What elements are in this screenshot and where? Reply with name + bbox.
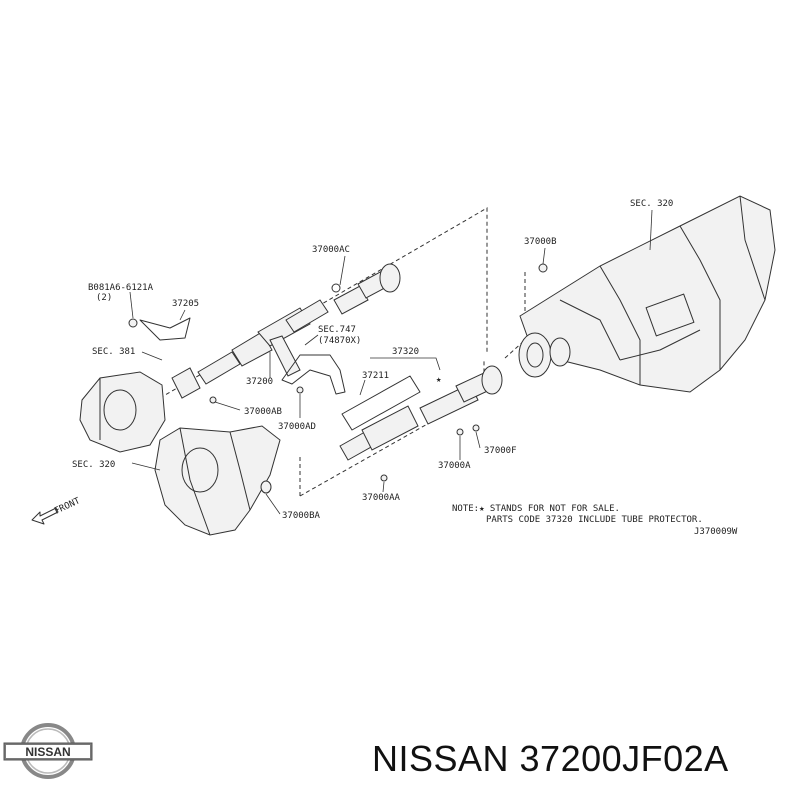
fasteners <box>128 263 548 482</box>
label-sec320-left: SEC. 320 <box>72 460 115 470</box>
label-37320: 37320 <box>392 347 419 357</box>
label-37200: 37200 <box>246 377 273 387</box>
rear-differential-housing <box>519 195 776 393</box>
label-bolt: B081A6-6121A <box>88 283 154 293</box>
label-74870x: (74870X) <box>318 336 361 346</box>
label-front: FRONT <box>53 496 82 517</box>
label-37205: 37205 <box>172 299 199 309</box>
label-sec747: SEC.747 <box>318 325 356 335</box>
label-37000a: 37000A <box>438 461 471 471</box>
label-star: ★ <box>436 375 442 385</box>
label-37000ad: 37000AD <box>278 422 316 432</box>
label-37000ba: 37000BA <box>282 511 321 521</box>
label-bolt-qty: (2) <box>96 293 112 303</box>
logo-text: NISSAN <box>25 745 70 759</box>
label-37000f: 37000F <box>484 446 517 456</box>
label-sec381: SEC. 381 <box>92 347 135 357</box>
rear-propeller-shaft <box>339 365 503 461</box>
upper-shaft-37000ac <box>331 263 401 315</box>
label-sec320-top: SEC. 320 <box>630 199 673 209</box>
leader-lines <box>129 209 653 515</box>
nissan-logo: NISSAN <box>3 723 93 779</box>
transmission-case <box>154 425 281 536</box>
front-arrow-icon <box>31 507 59 525</box>
rear-flange-37000b <box>518 332 571 378</box>
label-37000b: 37000B <box>524 237 557 247</box>
reference-code: J370009W <box>694 527 738 537</box>
transfer-case <box>79 371 166 453</box>
label-37000ac: 37000AC <box>312 245 350 255</box>
label-37000aa: 37000AA <box>362 493 401 503</box>
front-propeller-shaft <box>171 299 329 399</box>
label-37000ab: 37000AB <box>244 407 282 417</box>
label-37211: 37211 <box>362 371 389 381</box>
part-number-caption: NISSAN 37200JF02A <box>372 738 729 779</box>
part-labels: SEC. 320 37000AC 37000B B081A6-6121A (2)… <box>53 199 738 537</box>
note-line-1: NOTE:★ STANDS FOR NOT FOR SALE. <box>452 504 620 514</box>
note-line-2: PARTS CODE 37320 INCLUDE TUBE PROTECTOR. <box>486 515 703 525</box>
center-bearing-bracket <box>281 354 346 395</box>
